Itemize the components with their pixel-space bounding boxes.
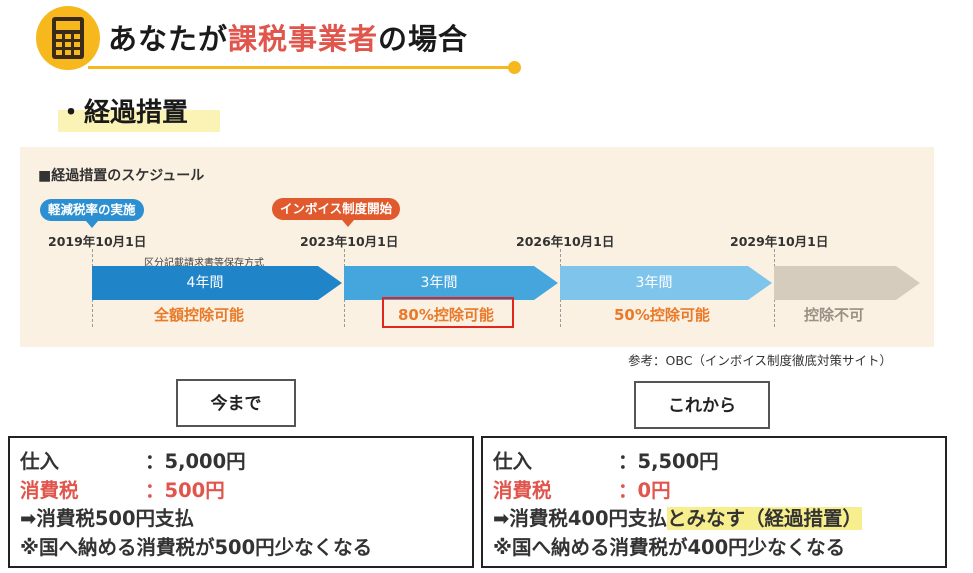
transitional-measure-marker: とみなす（経過措置）: [667, 507, 863, 530]
period-arrow-2: [344, 266, 558, 300]
page-title-highlight: 課税事業者: [228, 22, 379, 56]
deduction-80-highlight-box: [382, 297, 514, 328]
title-underline: [88, 66, 516, 69]
before-payment-line: ➡消費税500円支払: [20, 507, 195, 530]
period-label-1: 4年間: [186, 275, 224, 291]
calculator-icon: [52, 17, 84, 59]
reference-note: 参考：OBC（インボイス制度徹底対策サイト）: [628, 353, 893, 368]
after-note-line: ※国へ納める消費税が400円少なくなる: [493, 535, 846, 559]
period-label-2: 3年間: [420, 275, 458, 291]
period-arrow-3: [560, 266, 772, 300]
invoice-start-tag: インボイス制度開始: [272, 198, 401, 220]
before-purchase-row: 仕入：5,000円: [20, 450, 246, 473]
page-title: あなたが課税事業者の場合: [108, 22, 469, 56]
deduction-none: 控除不可: [804, 306, 865, 324]
after-card: 仕入：5,500円 消費税：0円 ➡消費税400円支払とみなす（経過措置） ※国…: [481, 436, 947, 568]
after-label: これから: [634, 381, 770, 429]
deduction-80: 80%控除可能: [398, 306, 494, 324]
reduced-rate-tag-pointer: [86, 221, 98, 228]
calculator-badge: [36, 6, 100, 70]
before-note-line: ※国へ納める消費税が500円少なくなる: [20, 535, 373, 559]
section-title-marker: [58, 110, 220, 132]
section-title: ・経過措置: [58, 98, 189, 128]
period-label-3: 3年間: [635, 275, 673, 291]
title-underline-dot: [508, 61, 521, 74]
schedule-title: ■経過措置のスケジュール: [38, 168, 205, 184]
after-purchase-row: 仕入：5,500円: [493, 450, 719, 473]
storage-method-note: 区分記載請求書等保存方式: [144, 258, 264, 269]
date-2019: 2019年10月1日: [48, 234, 147, 249]
invoice-start-tag-pointer: [342, 220, 354, 227]
period-arrow-1: [92, 266, 342, 300]
reduced-rate-tag: 軽減税率の実施: [40, 199, 144, 221]
before-card: 仕入：5,000円 消費税：500円 ➡消費税500円支払 ※国へ納める消費税が…: [8, 436, 474, 568]
before-label: 今まで: [176, 379, 296, 427]
date-2023: 2023年10月1日: [300, 234, 399, 249]
after-tax-row: 消費税：0円: [493, 478, 671, 502]
date-2029: 2029年10月1日: [730, 234, 829, 249]
period-arrow-4: [774, 266, 920, 300]
after-payment-line: ➡消費税400円支払とみなす（経過措置）: [493, 507, 863, 530]
schedule-panel: ■経過措置のスケジュール 軽減税率の実施 インボイス制度開始 2019年10月1…: [20, 147, 934, 347]
deduction-50: 50%控除可能: [614, 306, 710, 324]
before-tax-row: 消費税：500円: [20, 478, 225, 502]
date-2026: 2026年10月1日: [516, 234, 615, 249]
deduction-full: 全額控除可能: [154, 306, 245, 324]
